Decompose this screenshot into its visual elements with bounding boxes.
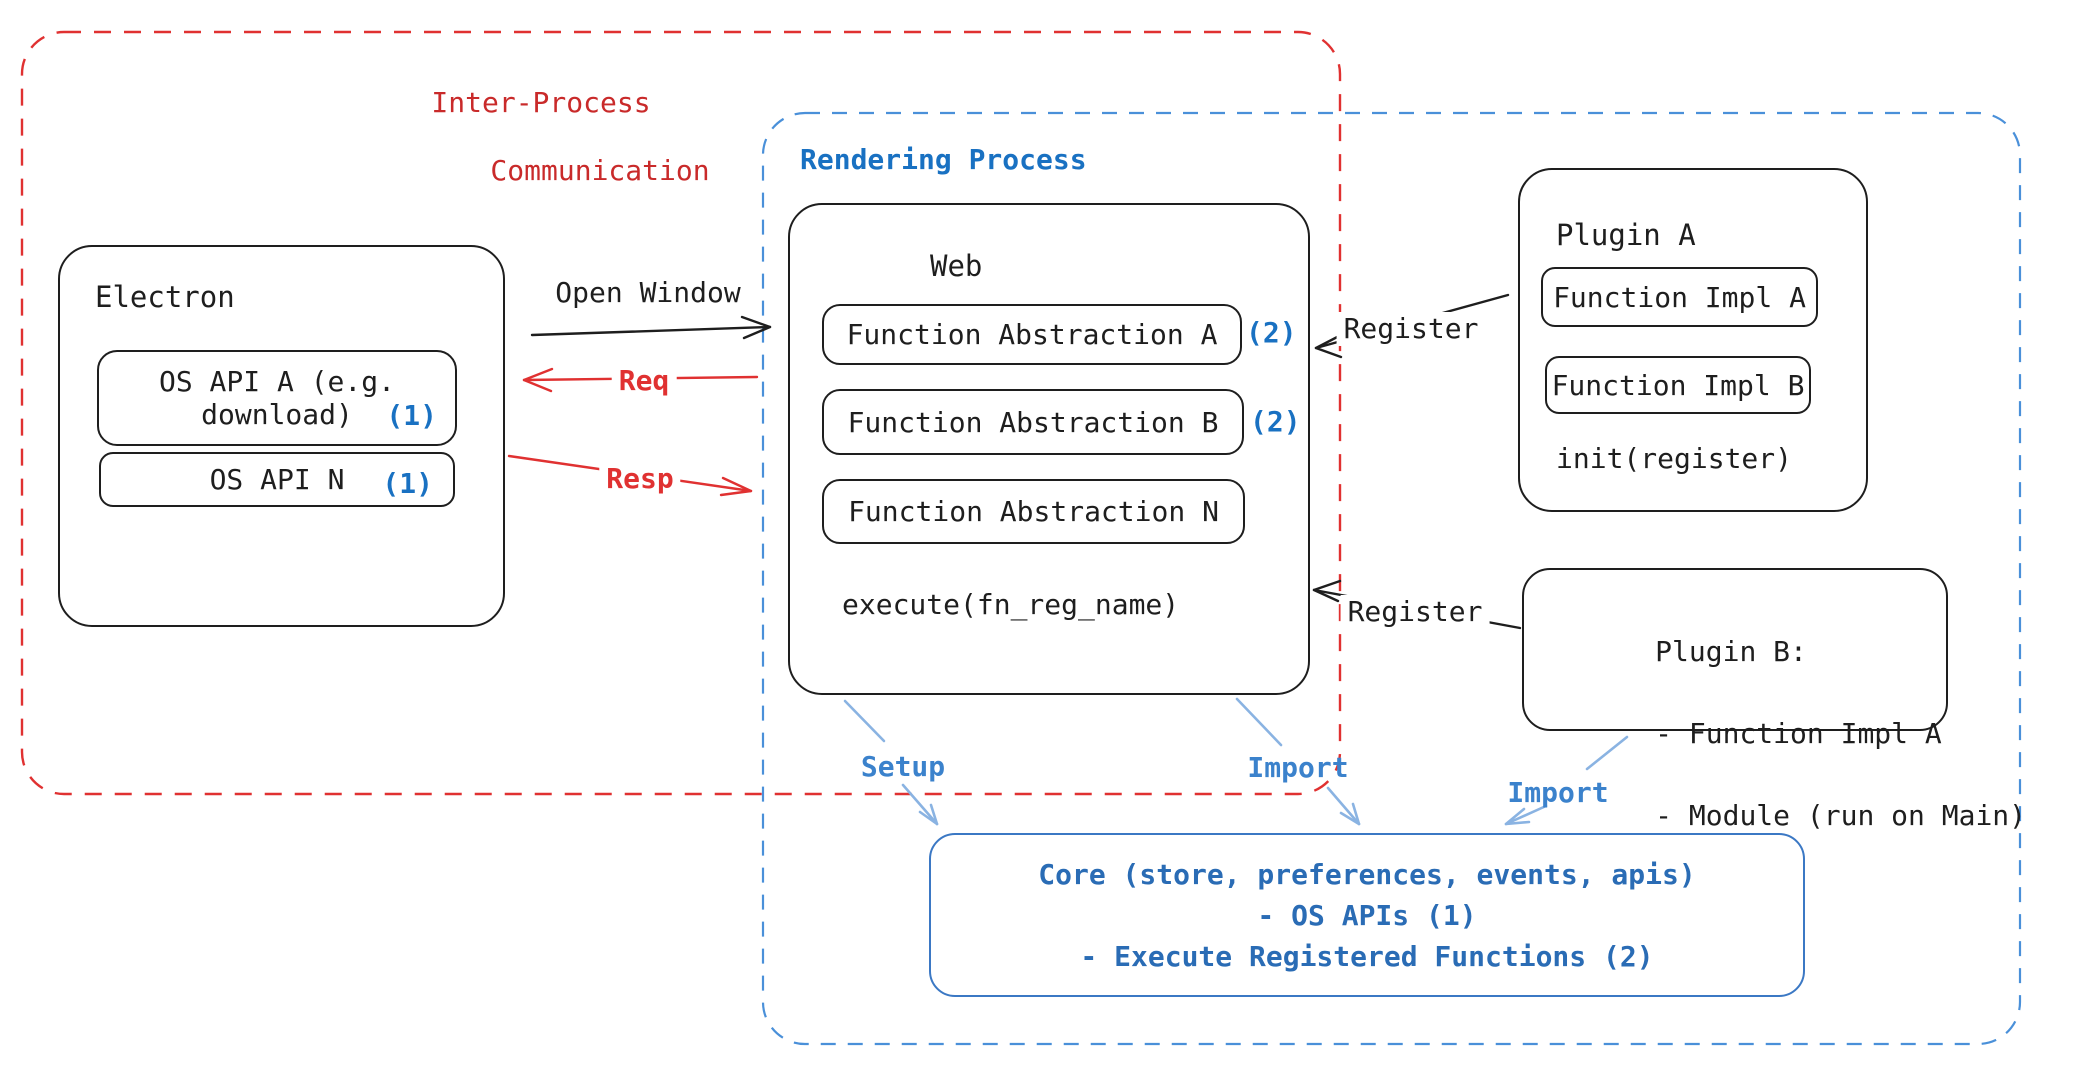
import-label-web: Import <box>1247 751 1349 784</box>
plugin-b-title: Plugin B: <box>1655 635 1807 668</box>
function-impl-a-label: Function Impl A <box>1553 280 1806 314</box>
function-abstraction-a-ref: (2) <box>1246 316 1297 349</box>
core-line-1: Core (store, preferences, events, apis) <box>1038 857 1696 891</box>
import-label-plugin-b: Import <box>1507 776 1609 809</box>
function-abstraction-a-label: Function Abstraction A <box>846 318 1218 351</box>
rendering-region-label: Rendering Process <box>800 143 1087 176</box>
core-line-2: - OS APIs (1) <box>1257 898 1477 932</box>
setup-arrow <box>843 699 939 826</box>
ipc-label-line1: Inter-Process <box>431 86 651 119</box>
import-arrow-web <box>1235 697 1361 826</box>
ipc-region-border <box>20 30 1342 796</box>
electron-title: Electron <box>95 280 235 314</box>
core-line-3: - Execute Registered Functions (2) <box>1080 939 1654 973</box>
function-impl-b-label: Function Impl B <box>1551 368 1805 402</box>
function-abstraction-n-label: Function Abstraction N <box>848 495 1219 528</box>
os-api-n-box: OS API N (1) <box>99 452 455 507</box>
setup-label: Setup <box>860 750 946 783</box>
open-window-label: Open Window <box>555 276 741 309</box>
function-abstraction-b-box: Function Abstraction B <box>822 389 1244 455</box>
register-label-plugin-a: Register <box>1336 312 1486 346</box>
os-api-n-label: OS API N <box>209 463 345 496</box>
resp-label: Resp <box>599 462 681 496</box>
plugin-b-item-1: - Function Impl A <box>1655 717 1942 750</box>
function-impl-a-box: Function Impl A <box>1541 267 1818 327</box>
execute-label: execute(fn_reg_name) <box>842 588 1180 621</box>
import-arrow-plugin-b <box>1504 735 1629 826</box>
os-api-a-line1: OS API A (e.g. <box>158 365 395 398</box>
plugin-a-title: Plugin A <box>1556 218 1696 252</box>
core-box: Core (store, preferences, events, apis) … <box>929 833 1805 997</box>
os-api-a-line2: download) <box>201 398 353 431</box>
web-box: Web Function Abstraction A Function Abst… <box>788 203 1310 695</box>
os-api-a-ref: (1) <box>386 399 437 432</box>
function-impl-b-box: Function Impl B <box>1545 356 1811 414</box>
ipc-label-line2: Communication <box>490 154 710 187</box>
plugin-b-box: Plugin B: - Function Impl A - Module (ru… <box>1522 568 2026 832</box>
function-abstraction-n-box: Function Abstraction N <box>822 479 1245 544</box>
os-api-n-ref: (1) <box>382 467 433 500</box>
ipc-region-label: Inter-Process Communication <box>372 86 709 188</box>
os-api-a-box: OS API A (e.g. download) (1) <box>97 350 457 446</box>
plugin-a-box: Plugin A Function Impl A Function Impl B… <box>1518 168 1868 512</box>
plugin-b-item-2: - Module (run on Main) <box>1655 799 2027 832</box>
electron-box: Electron OS API A (e.g. download) (1) OS… <box>58 245 505 627</box>
web-title: Web <box>930 249 983 283</box>
open-window-arrow <box>530 315 772 340</box>
function-abstraction-b-label: Function Abstraction B <box>847 405 1219 439</box>
req-label: Req <box>611 364 677 398</box>
plugin-a-init-label: init(register) <box>1556 442 1793 475</box>
rendering-region-border <box>761 111 2022 1046</box>
function-abstraction-b-ref: (2) <box>1250 405 1301 438</box>
function-abstraction-a-box: Function Abstraction A <box>822 304 1242 365</box>
register-label-plugin-b: Register <box>1340 595 1490 629</box>
